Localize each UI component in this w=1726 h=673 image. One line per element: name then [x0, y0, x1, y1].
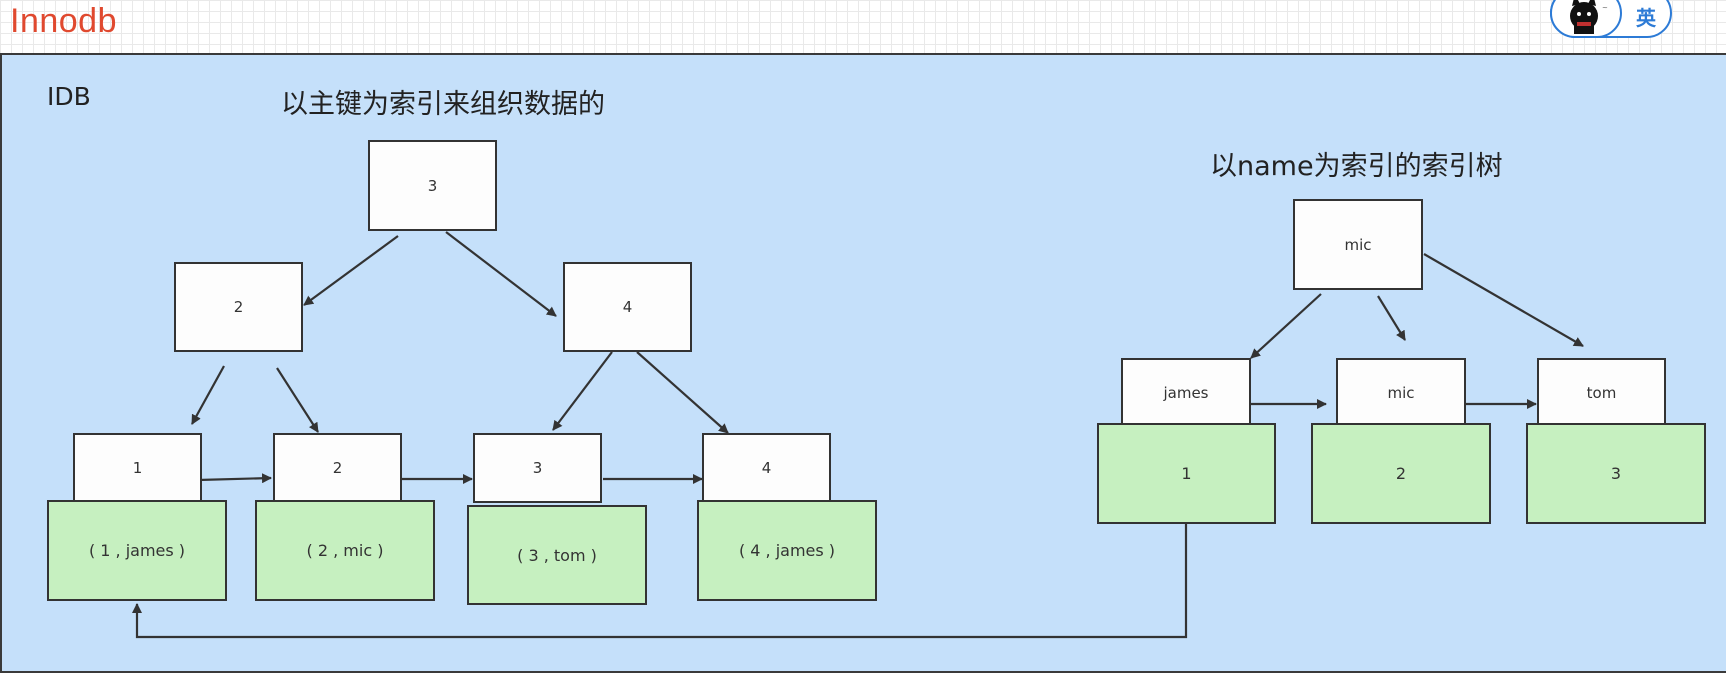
- user-avatar-widget[interactable]: ~ 英: [1550, 0, 1672, 38]
- secondary-root-node: mic: [1293, 199, 1423, 290]
- avatar[interactable]: ~: [1550, 0, 1622, 38]
- primary-leaf-row-4: ( 4 , james ): [697, 500, 877, 601]
- cat-avatar-icon: ~: [1570, 0, 1608, 34]
- secondary-leaf-key-mic: mic: [1336, 358, 1466, 428]
- primary-leaf-key-2: 2: [273, 433, 402, 503]
- primary-index-heading: 以主键为索引来组织数据的: [281, 89, 605, 120]
- primary-leaf-key-4: 4: [702, 433, 831, 503]
- secondary-leaf-pk-3: 3: [1526, 423, 1706, 524]
- primary-leaf-row-1: ( 1 , james ): [47, 500, 227, 601]
- secondary-leaf-pk-2: 2: [1311, 423, 1491, 524]
- primary-leaf-row-2: ( 2 , mic ): [255, 500, 435, 601]
- primary-leaf-row-3: ( 3 , tom ): [467, 505, 647, 605]
- primary-node-2: 2: [174, 262, 303, 352]
- language-badge[interactable]: 英: [1636, 6, 1656, 30]
- primary-node-4: 4: [563, 262, 692, 352]
- svg-text:~: ~: [1602, 4, 1608, 12]
- primary-root-node: 3: [368, 140, 497, 231]
- primary-leaf-key-1: 1: [73, 433, 202, 503]
- page-title: Innodb: [10, 2, 117, 40]
- secondary-leaf-pk-1: 1: [1097, 423, 1276, 524]
- secondary-index-heading: 以name为索引的索引树: [1210, 151, 1503, 182]
- primary-leaf-key-3: 3: [473, 433, 602, 503]
- panel-label: IDB: [47, 82, 91, 111]
- secondary-leaf-key-james: james: [1121, 358, 1251, 428]
- secondary-leaf-key-tom: tom: [1537, 358, 1666, 428]
